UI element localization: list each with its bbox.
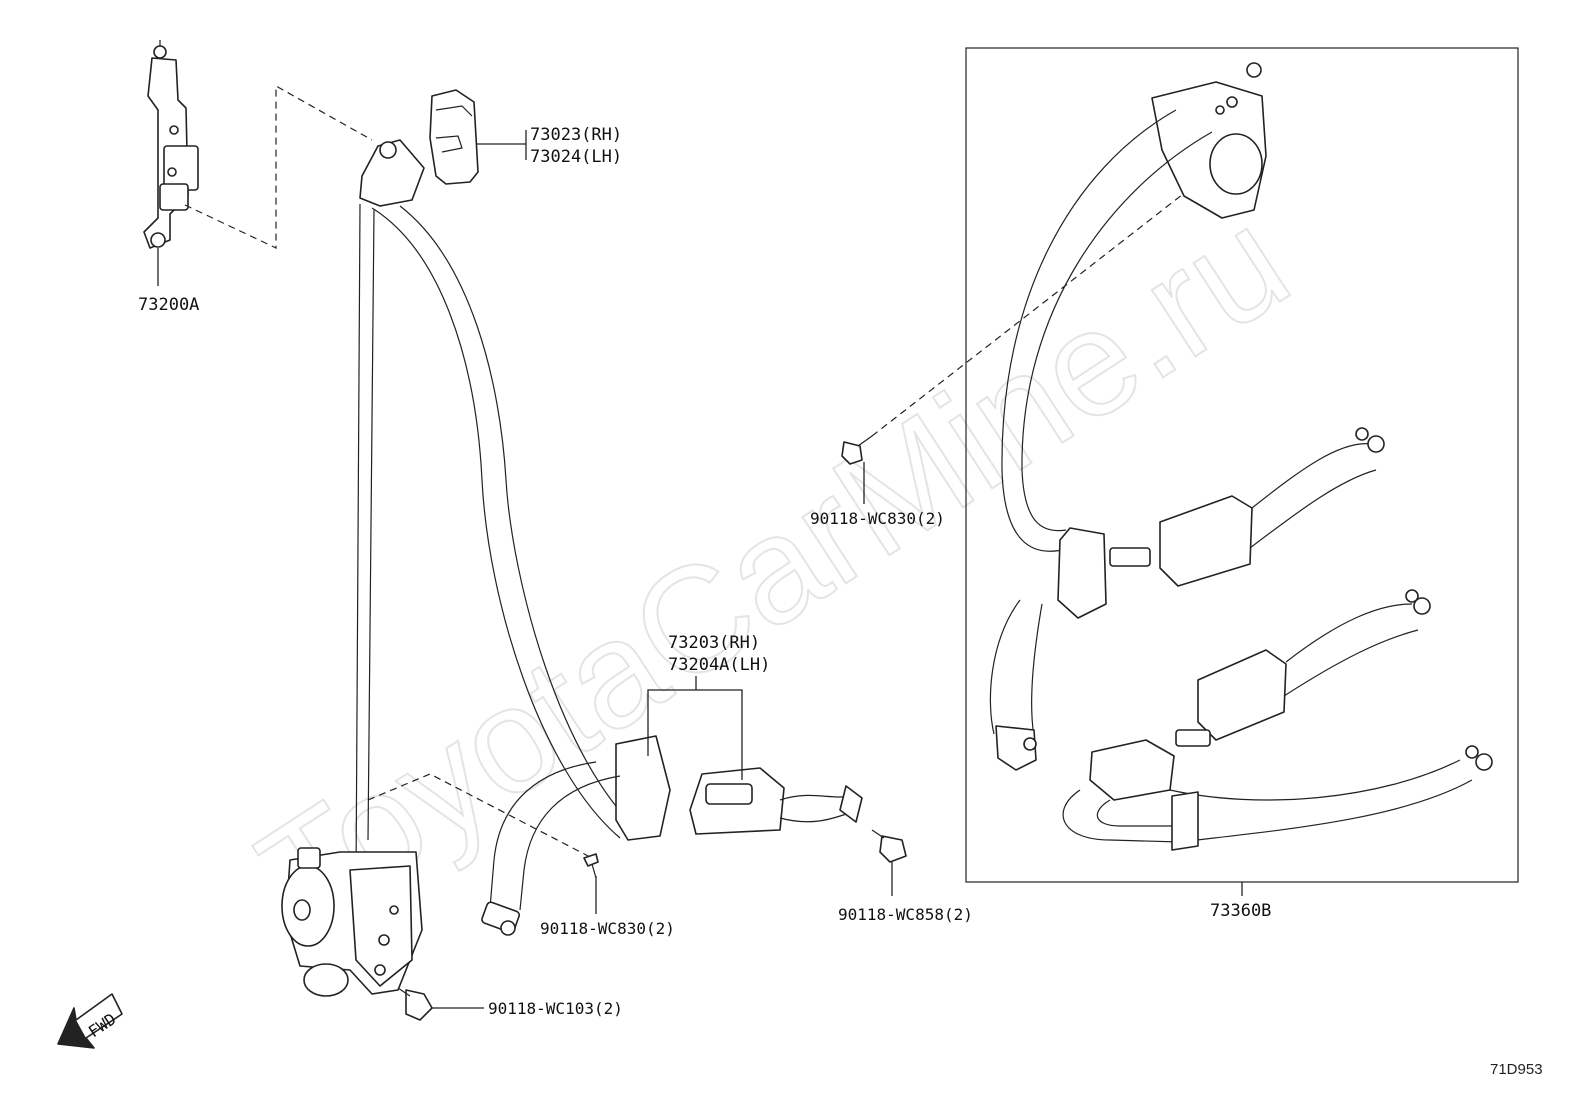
label-90118-wc858: 90118-WC858(2): [838, 905, 973, 924]
front-buckle-73203[interactable]: [481, 761, 863, 936]
label-90118-wc103: 90118-WC103(2): [488, 999, 623, 1018]
diagram-code: 71D953: [1490, 1061, 1543, 1078]
bolt-90118-wc858[interactable]: [871, 829, 907, 863]
bolt-90118-wc830-center[interactable]: [583, 853, 599, 879]
bolt-90118-wc830-right[interactable]: [841, 435, 873, 465]
label-90118-wc830-right: 90118-WC830(2): [810, 509, 945, 528]
label-73360B: 73360B: [1210, 901, 1271, 921]
fwd-direction-arrow: FWD: [57, 993, 123, 1049]
label-73203-rh: 73203(RH): [668, 633, 760, 653]
height-adjuster-73200A[interactable]: [143, 40, 199, 249]
label-73204A-lh: 73204A(LH): [668, 655, 770, 675]
watermark-text: ToyotaCarMine.ru: [232, 175, 1316, 961]
label-73023-rh: 73023(RH): [530, 125, 622, 145]
rear-seat-belt-assembly-73360B[interactable]: [989, 62, 1493, 851]
watermark: ToyotaCarMine.ru: [231, 174, 1317, 962]
front-retractor[interactable]: [281, 847, 423, 997]
label-90118-wc830-center: 90118-WC830(2): [540, 919, 675, 938]
front-seat-belt-webbing: [355, 139, 671, 881]
bolt-90118-wc103[interactable]: [397, 987, 433, 1021]
anchor-cover-73023[interactable]: [429, 89, 479, 185]
label-73200A: 73200A: [138, 295, 199, 315]
label-73024-lh: 73024(LH): [530, 147, 622, 167]
